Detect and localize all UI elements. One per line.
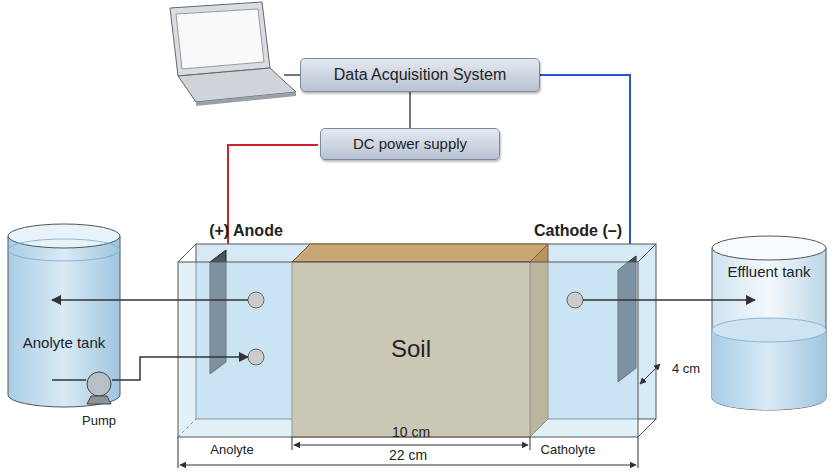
chamber-label: Catholyte [541,442,596,457]
effluent-tank [712,236,826,410]
chamber-label: Anolyte [210,442,253,457]
tank-label-region: Anolyte tank [14,318,114,368]
soil-block: Soil [292,262,530,437]
dimension-label: 4 cm [672,361,700,376]
connector [409,92,411,128]
node-text: Soil [391,335,431,364]
electrode-label: (+) Anode [209,222,283,240]
pump-label: Pump [82,413,116,428]
laptop [170,2,296,106]
node-text: Effluent tank [727,263,810,281]
node-text: DC power supply [353,135,467,153]
dimension-label: 10 cm [392,424,430,440]
electrode-label: Cathode (–) [534,222,622,240]
anolyte-tank [8,224,120,407]
node-text: Anolyte tank [23,334,106,352]
dimension-label: 22 cm [389,447,427,463]
node-text: Data Acquisition System [334,65,507,84]
system-box: Data Acquisition System [300,58,540,92]
power-supply-box: DC power supply [320,128,500,160]
pump-symbol [87,372,111,404]
tank-label-region: Effluent tank [716,250,822,294]
